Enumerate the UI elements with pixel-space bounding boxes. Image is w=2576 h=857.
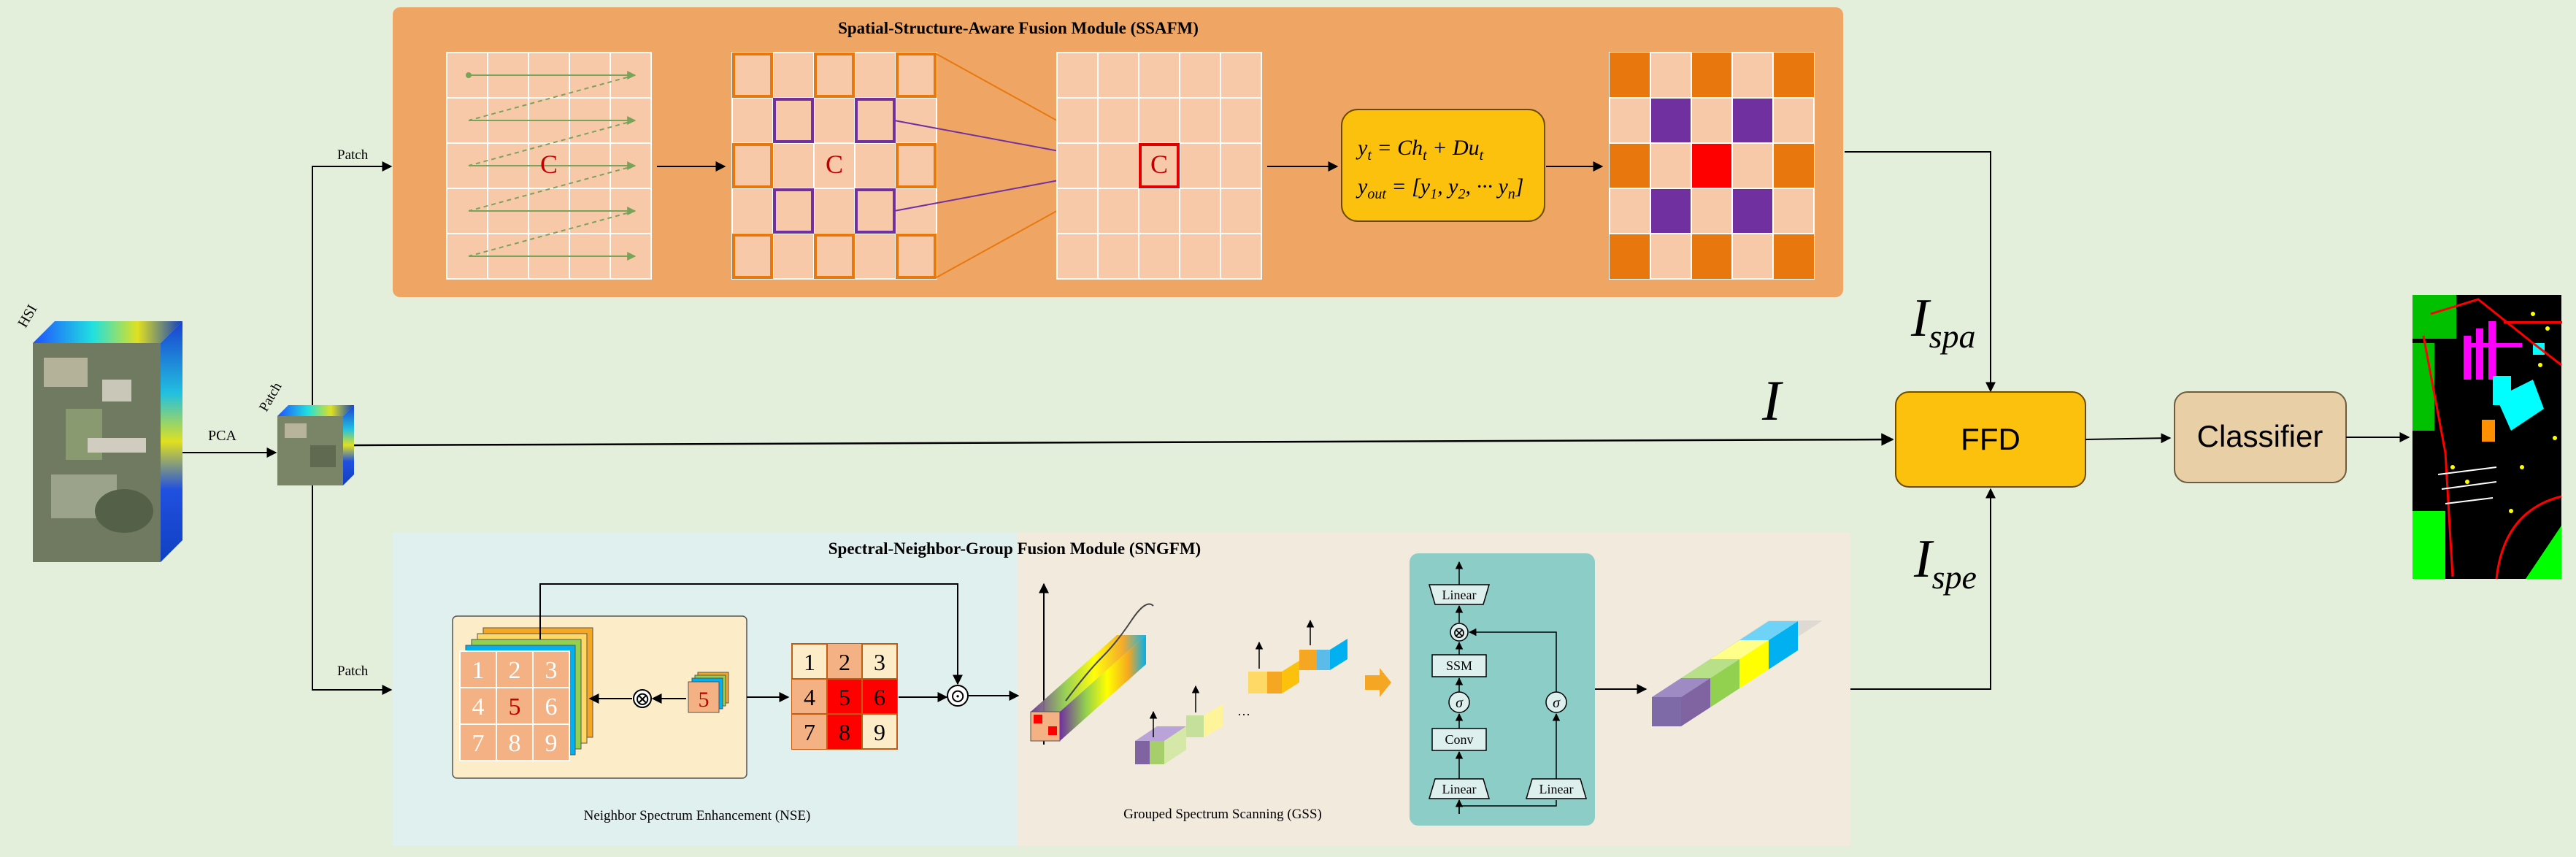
enh-num-4: 4 xyxy=(804,684,815,710)
nse-num-2: 2 xyxy=(509,657,521,684)
nse-num-6: 6 xyxy=(545,693,558,720)
residual-arrow xyxy=(539,583,963,685)
sngfm-title: Spectral-Neighbor-Group Fusion Module (S… xyxy=(828,539,1201,558)
i-spa-label: Ispa xyxy=(1910,288,1976,355)
ssafm-output-grid xyxy=(1609,52,1815,280)
hadamard-symbol: ⊙ xyxy=(950,685,966,707)
ssafm-scan-grid: C xyxy=(446,52,652,280)
ffd-label: FFD xyxy=(1961,422,2021,456)
ssafm-center-grid: C xyxy=(1056,52,1262,280)
gss-group-1 xyxy=(1135,710,1186,764)
nse-center-pixel: 5 xyxy=(699,688,710,712)
ssafm-title: Spatial-Structure-Aware Fusion Module (S… xyxy=(838,19,1199,37)
ssafm-to-ffd-arrow xyxy=(1845,151,1996,393)
nse-num-4: 4 xyxy=(472,693,485,720)
ssafm-neighbor-grid: C xyxy=(731,52,937,280)
enh-num-8: 8 xyxy=(839,719,850,745)
nse-num-1: 1 xyxy=(472,657,485,684)
grid2-center-label: C xyxy=(826,150,843,179)
ssm-label: SSM xyxy=(1446,658,1472,673)
ssm-block: Linear ⊗ SSM σ Conv Linear σ Linear xyxy=(1410,553,1595,826)
ssm-linear-bottom-right: Linear xyxy=(1539,782,1574,796)
grid1-center-label: C xyxy=(540,150,558,179)
patch-cube-label: Patch xyxy=(256,380,285,414)
classifier-label: Classifier xyxy=(2197,419,2323,453)
state-space-equation: yt = Cht + Dut yout = [y1, y2, ··· yn] xyxy=(1341,109,1545,222)
enh-num-2: 2 xyxy=(839,649,850,675)
nse-num-8: 8 xyxy=(509,730,521,757)
pca-label: PCA xyxy=(208,428,237,444)
gss-group-4 xyxy=(1299,619,1347,670)
gss-group-2: ··· xyxy=(1186,685,1250,737)
ffd-to-classifier-arrow xyxy=(2085,433,2172,444)
hsi-cube xyxy=(33,321,182,562)
enh-num-6: 6 xyxy=(874,684,885,710)
nse-block: 1 2 3 4 5 6 7 8 9 ⊗ 5 xyxy=(452,615,747,779)
svg-text:···: ··· xyxy=(1237,707,1250,722)
gss-group-3 xyxy=(1248,641,1299,693)
sngfm-to-ffd-arrow xyxy=(1850,488,1996,690)
svg-text:yt = Cht + Dut: yt = Cht + Dut xyxy=(1356,136,1484,164)
patch-cube xyxy=(277,405,354,485)
ssm-sigma-right: σ xyxy=(1553,695,1561,711)
gss-caption: Grouped Spectrum Scanning (GSS) xyxy=(1123,807,1322,822)
i-label: I xyxy=(1761,369,1784,432)
nse-caption: Neighbor Spectrum Enhancement (NSE) xyxy=(584,808,811,823)
patch-top-label: Patch xyxy=(337,147,369,163)
enh-num-1: 1 xyxy=(804,649,815,675)
grid3-center-label: C xyxy=(1150,150,1168,179)
ssm-conv: Conv xyxy=(1445,732,1473,747)
gss-spectral-bar xyxy=(1030,583,1154,745)
nse-num-5: 5 xyxy=(509,693,521,720)
patch-bottom-arrow xyxy=(312,485,393,695)
ssm-linear-bottom-left: Linear xyxy=(1442,782,1477,796)
nse-num-7: 7 xyxy=(472,730,485,757)
classification-map xyxy=(2412,295,2562,580)
patch-bottom-label: Patch xyxy=(337,664,369,679)
ssm-linear-top: Linear xyxy=(1442,588,1477,602)
nse-multiply-icon: ⊗ xyxy=(634,688,650,710)
hsi-label: HSI xyxy=(15,302,40,331)
nse-num-3: 3 xyxy=(545,657,558,684)
ssm-multiply-icon: ⊗ xyxy=(1453,623,1466,642)
patch-top-arrow xyxy=(312,161,393,405)
svg-text:yout = [y1, y2, ··· yn]: yout = [y1, y2, ··· yn] xyxy=(1356,174,1523,202)
i-spe-label: Ispe xyxy=(1913,529,1977,596)
enhanced-grid: 1 2 3 4 5 6 7 8 9 xyxy=(791,643,898,750)
ssm-sigma-left: σ xyxy=(1456,695,1464,711)
enh-num-7: 7 xyxy=(804,719,815,745)
enh-num-3: 3 xyxy=(874,649,885,675)
nse-num-9: 9 xyxy=(545,730,558,757)
sngfm-output-bar xyxy=(1652,620,1823,726)
hadamard-icon xyxy=(947,685,969,707)
enh-num-9: 9 xyxy=(874,719,885,745)
enh-num-5: 5 xyxy=(839,684,850,710)
identity-arrow xyxy=(353,433,1894,447)
gss-forward-icon xyxy=(1365,668,1391,697)
